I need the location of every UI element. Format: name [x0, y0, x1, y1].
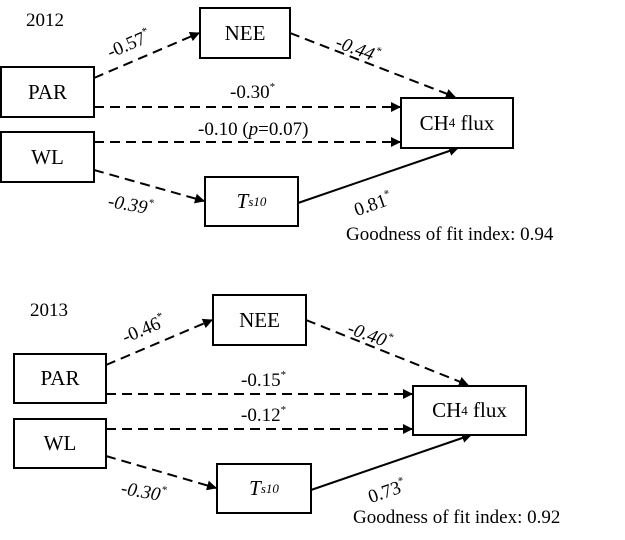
significance-marker: *	[269, 81, 276, 93]
arrow-2013-wl-ts10	[105, 455, 217, 491]
significance-marker: *	[280, 404, 287, 416]
node-subscript: 4	[448, 115, 456, 130]
node-wl: WL	[13, 418, 107, 469]
node-label: PAR	[28, 79, 67, 104]
node-nee: NEE	[212, 294, 307, 346]
coefficient-text: -0.12	[241, 405, 281, 426]
arrow-2013-nee-ch4	[305, 319, 469, 387]
significance-marker: *	[280, 369, 287, 381]
year-label: 2013	[30, 300, 68, 321]
goodness-of-fit: Goodness of fit index: 0.92	[353, 507, 561, 528]
node-subscript: s10	[260, 480, 279, 496]
node-label: NEE	[239, 307, 280, 332]
node-label: WL	[43, 431, 77, 455]
node-subscript: s10	[248, 193, 267, 209]
coefficient-text: -0.10	[198, 119, 238, 140]
coefficient-text: p	[248, 119, 259, 140]
node-label: T	[236, 189, 249, 213]
arrow-2012-ts10-ch4	[297, 146, 459, 204]
coef-par-ch4: -0.30*	[230, 81, 276, 103]
coef-wl-ch4: -0.12*	[241, 404, 287, 426]
node-par: PAR	[13, 353, 107, 404]
node-subscript: 4	[461, 402, 468, 418]
arrow-2012-nee-ch4	[289, 32, 456, 99]
node-label: CH	[419, 110, 449, 135]
node-nee: NEE	[199, 7, 291, 59]
coefficient-text: (	[237, 119, 249, 140]
coefficient-text: -0.15	[241, 370, 281, 391]
node-label: CH	[432, 398, 462, 422]
node-label: PAR	[40, 366, 80, 390]
year-label: 2012	[26, 10, 64, 31]
coef-wl-ch4: -0.10 (p=0.07)	[198, 120, 308, 139]
node-label: WL	[31, 144, 64, 169]
node-label-suffix: flux	[455, 110, 495, 135]
node-label-suffix: flux	[467, 398, 507, 422]
coefficient-text: -0.30	[230, 82, 270, 103]
node-wl: WL	[0, 131, 95, 183]
node-label: NEE	[224, 20, 266, 45]
node-par: PAR	[0, 66, 95, 118]
node-label: T	[249, 476, 261, 500]
arrow-2013-ts10-ch4	[310, 433, 472, 491]
arrow-2012-wl-ts10	[93, 169, 205, 204]
coefficient-text: =0.07)	[258, 119, 309, 140]
goodness-of-fit: Goodness of fit index: 0.94	[346, 224, 554, 245]
arrow-2012-par-nee	[93, 31, 200, 79]
arrow-2013-par-nee	[105, 318, 213, 366]
coef-par-ch4: -0.15*	[241, 369, 287, 391]
